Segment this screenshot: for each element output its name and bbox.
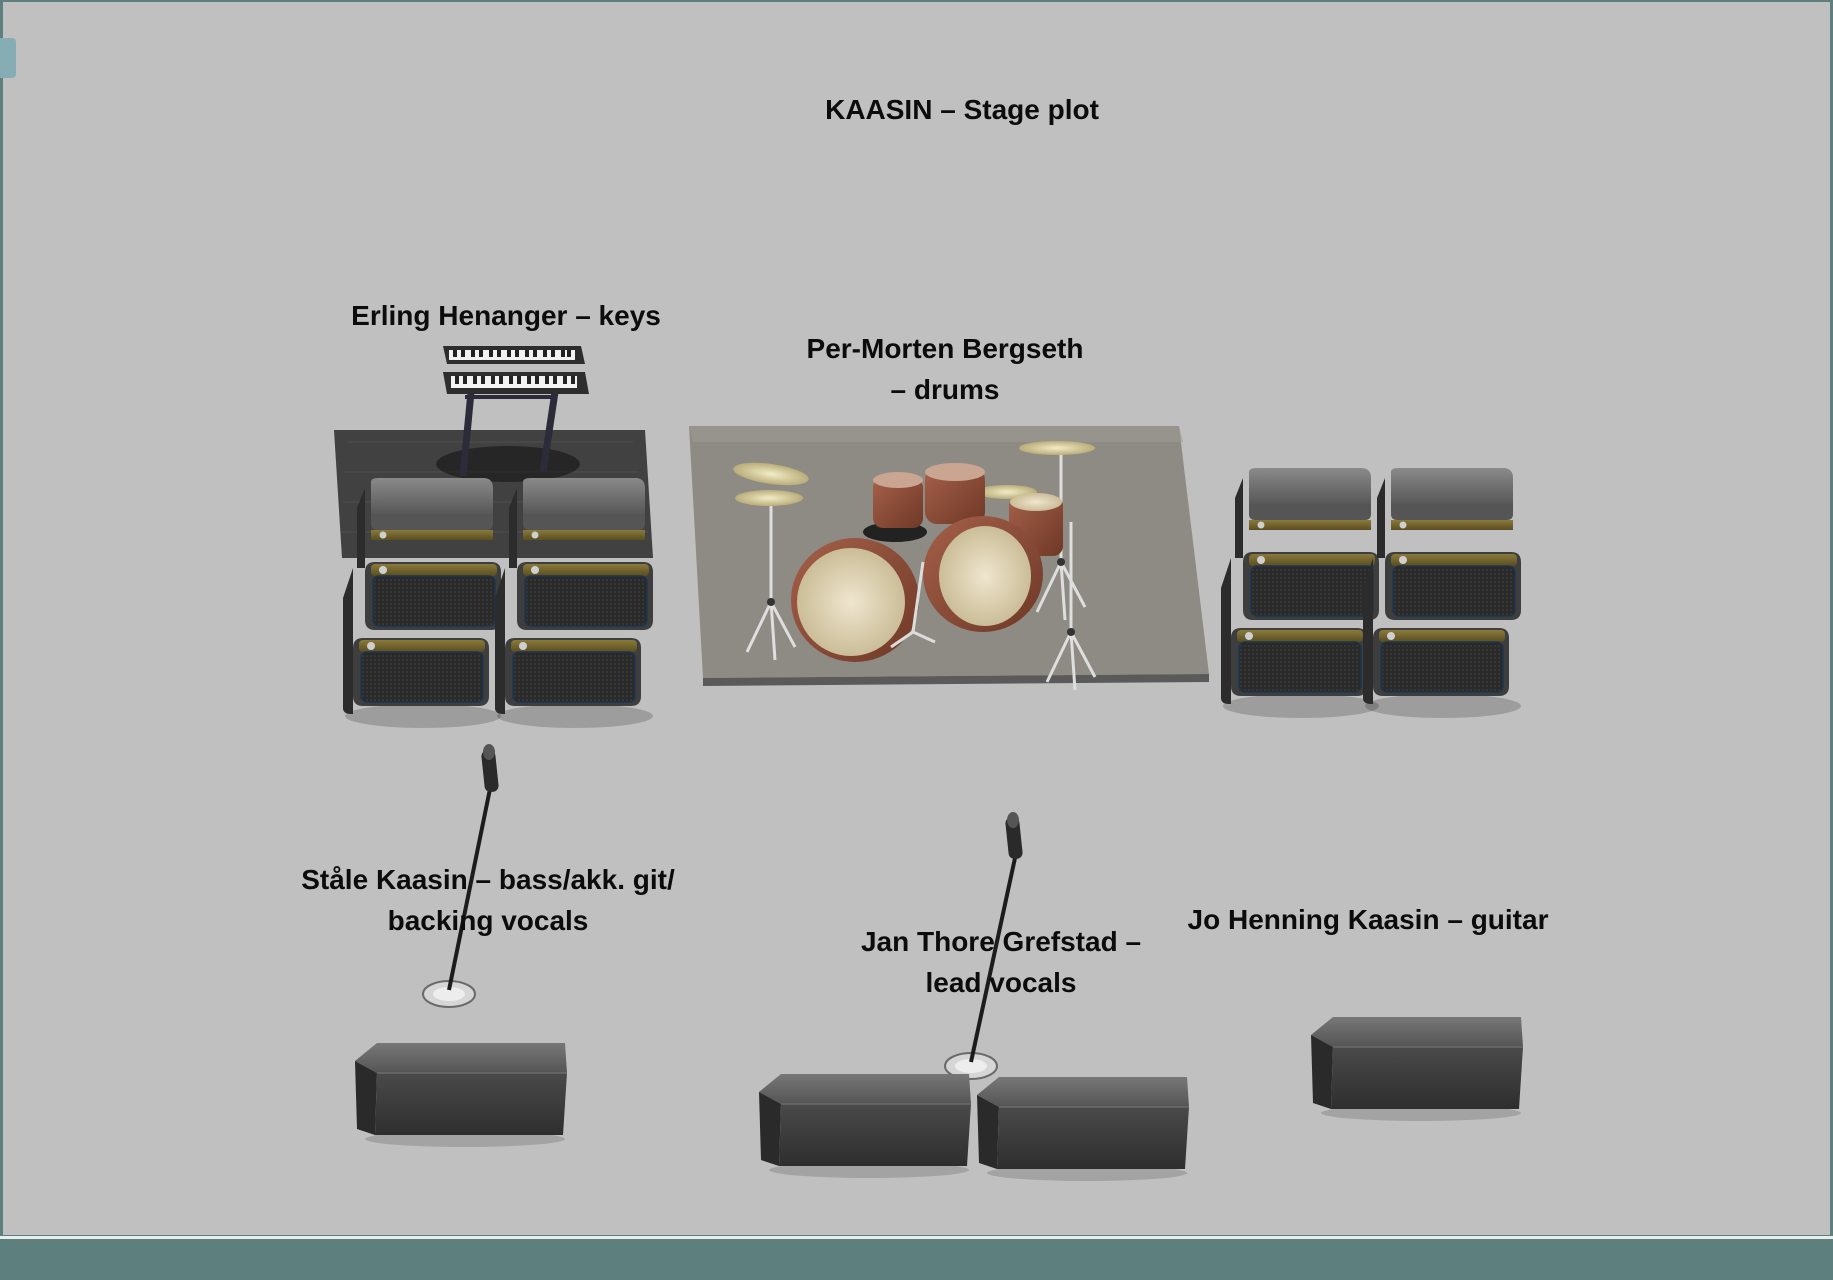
lead-vocals-label-line1: Jan Thore Grefstad – bbox=[860, 926, 1142, 957]
keys-label: Erling Henanger – keys bbox=[351, 300, 661, 331]
drums-label-line1: Per-Morten Bergseth bbox=[806, 333, 1084, 364]
amp-stack-icon bbox=[1221, 468, 1379, 718]
drums-label-line2: – drums bbox=[890, 374, 1000, 405]
bottom-bar bbox=[0, 1236, 1833, 1280]
bass-label-line2: backing vocals bbox=[387, 905, 589, 936]
drum-kit-icon bbox=[733, 441, 1097, 692]
floor-monitor-icon bbox=[758, 1073, 972, 1179]
floor-monitor-icon bbox=[1310, 1016, 1524, 1122]
floor-monitor-icon bbox=[976, 1076, 1190, 1182]
lead-vocals-label-line2: lead vocals bbox=[925, 967, 1077, 998]
bass-label-line1: Ståle Kaasin – bass/akk. git/ bbox=[301, 864, 675, 895]
guitar-label: Jo Henning Kaasin – guitar bbox=[1187, 904, 1549, 935]
slide-tab[interactable] bbox=[0, 38, 16, 78]
microphone-stand-icon bbox=[422, 744, 499, 1008]
stage-graphics bbox=[334, 346, 1524, 1182]
microphone-stand-icon bbox=[944, 812, 1023, 1080]
page-title: KAASIN – Stage plot bbox=[825, 94, 1099, 125]
floor-monitor-icon bbox=[354, 1042, 568, 1148]
amp-stack-icon bbox=[1363, 468, 1521, 718]
stage-plot-canvas: KAASIN – Stage plot Erling Henanger – ke… bbox=[3, 2, 1830, 1235]
keyboard-icon bbox=[443, 346, 589, 477]
